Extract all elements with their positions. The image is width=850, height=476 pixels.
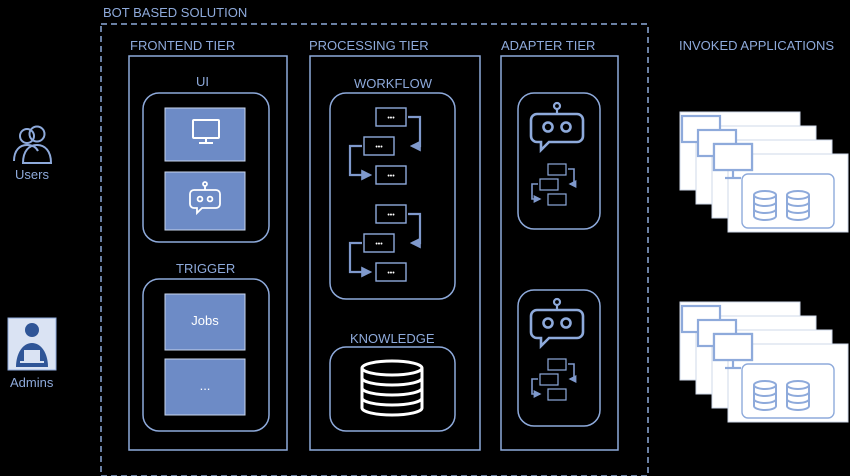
monitor-tile[interactable] <box>164 107 246 162</box>
workflow-step-box <box>375 107 407 127</box>
chatbot-tile[interactable] <box>164 171 246 231</box>
workflow-step-box <box>363 233 395 253</box>
adapter-step-box <box>547 358 567 371</box>
robot-icon <box>189 181 221 216</box>
workflow-step-glyph: ••• <box>375 144 383 151</box>
adapter-2-contents <box>529 297 585 401</box>
workflow-steps: ••• ••• ••• ••• ••• ••• <box>348 107 422 282</box>
database-layer <box>786 399 810 411</box>
adapter-tier-panel <box>500 55 619 451</box>
workflow-group <box>329 92 456 300</box>
database-layer <box>786 392 810 404</box>
adapter-step-box <box>539 373 559 386</box>
database-layer <box>753 385 777 397</box>
more-triggers-label: ... <box>199 378 211 393</box>
processing-tier-title: PROCESSING TIER <box>309 38 429 53</box>
workflow-group-label: WORKFLOW <box>354 76 432 91</box>
workflow-step-box <box>375 204 407 224</box>
users-icon <box>13 125 53 164</box>
flow-arrow-icon <box>408 115 422 152</box>
database-layer <box>360 378 424 397</box>
app-data-panel <box>741 173 835 229</box>
database-top <box>786 380 810 390</box>
jobs-label: Jobs <box>191 313 219 328</box>
database-top <box>360 359 424 377</box>
workflow-step-glyph: ••• <box>387 212 395 219</box>
robot-eye <box>542 317 554 329</box>
trigger-group <box>142 278 270 432</box>
app-data-panel <box>741 363 835 419</box>
robot-eye <box>542 121 554 133</box>
database-layer <box>360 398 424 417</box>
solution-title: BOT BASED SOLUTION <box>103 5 248 20</box>
flow-arrow-icon <box>531 183 542 203</box>
processing-tier-panel <box>309 55 481 451</box>
knowledge-group <box>329 346 456 432</box>
more-triggers-tile[interactable] <box>164 358 246 416</box>
admin-icon <box>7 317 57 371</box>
flow-arrow-icon <box>408 212 422 249</box>
robot-antenna <box>552 101 562 111</box>
flow-arrow-icon <box>568 363 577 383</box>
solution-boundary <box>100 23 649 476</box>
database-layer <box>753 392 777 404</box>
database-layer <box>786 195 810 207</box>
invoked-applications-title: INVOKED APPLICATIONS <box>679 38 835 53</box>
adapter-step-box <box>547 163 567 176</box>
database-top <box>753 190 777 200</box>
ui-group-label: UI <box>196 74 209 89</box>
monitor-icon <box>192 119 220 144</box>
adapter-step-box <box>547 193 567 206</box>
monitor-icon <box>712 142 754 172</box>
adapter-tier-title: ADAPTER TIER <box>501 38 596 53</box>
workflow-step-box <box>375 262 407 282</box>
robot-eye <box>560 121 572 133</box>
invoked-app-stack-2 <box>679 301 849 423</box>
database-layer <box>753 209 777 221</box>
adapter-group-2 <box>517 289 601 427</box>
flow-arrow-icon <box>531 378 542 398</box>
knowledge-group-label: KNOWLEDGE <box>350 331 435 346</box>
frontend-tier-panel <box>128 55 288 451</box>
adapter-step-box <box>547 388 567 401</box>
workflow-step-glyph: ••• <box>375 241 383 248</box>
monitor-icon <box>712 332 754 362</box>
database-layer <box>786 385 810 397</box>
ui-group <box>142 92 270 243</box>
trigger-group-label: TRIGGER <box>176 261 236 276</box>
workflow-step-glyph: ••• <box>387 115 395 122</box>
flow-arrow-icon <box>348 241 373 278</box>
robot-head <box>529 308 585 350</box>
adapter-group-1 <box>517 92 601 230</box>
database-top <box>753 380 777 390</box>
database-layer <box>753 195 777 207</box>
database-layer <box>786 202 810 214</box>
workflow-step-glyph: ••• <box>387 173 395 180</box>
flow-arrow-icon <box>568 168 577 188</box>
database-layer <box>753 399 777 411</box>
robot-antenna <box>552 297 562 307</box>
robot-head <box>529 112 585 154</box>
database-layer <box>360 368 424 387</box>
admins-label: Admins <box>10 375 54 390</box>
workflow-step-box <box>375 165 407 185</box>
jobs-tile[interactable] <box>164 293 246 351</box>
database-layer <box>786 209 810 221</box>
database-layer <box>753 202 777 214</box>
database-top <box>786 190 810 200</box>
adapter-step-box <box>539 178 559 191</box>
robot-eye <box>560 317 572 329</box>
database-icon <box>360 359 424 417</box>
adapter-1-contents <box>529 101 585 206</box>
invoked-app-stack-1 <box>679 111 849 233</box>
users-label: Users <box>15 167 49 182</box>
flow-arrow-icon <box>348 144 373 181</box>
frontend-tier-title: FRONTEND TIER <box>130 38 236 53</box>
workflow-step-box <box>363 136 395 156</box>
workflow-step-glyph: ••• <box>387 270 395 277</box>
database-layer <box>360 388 424 407</box>
